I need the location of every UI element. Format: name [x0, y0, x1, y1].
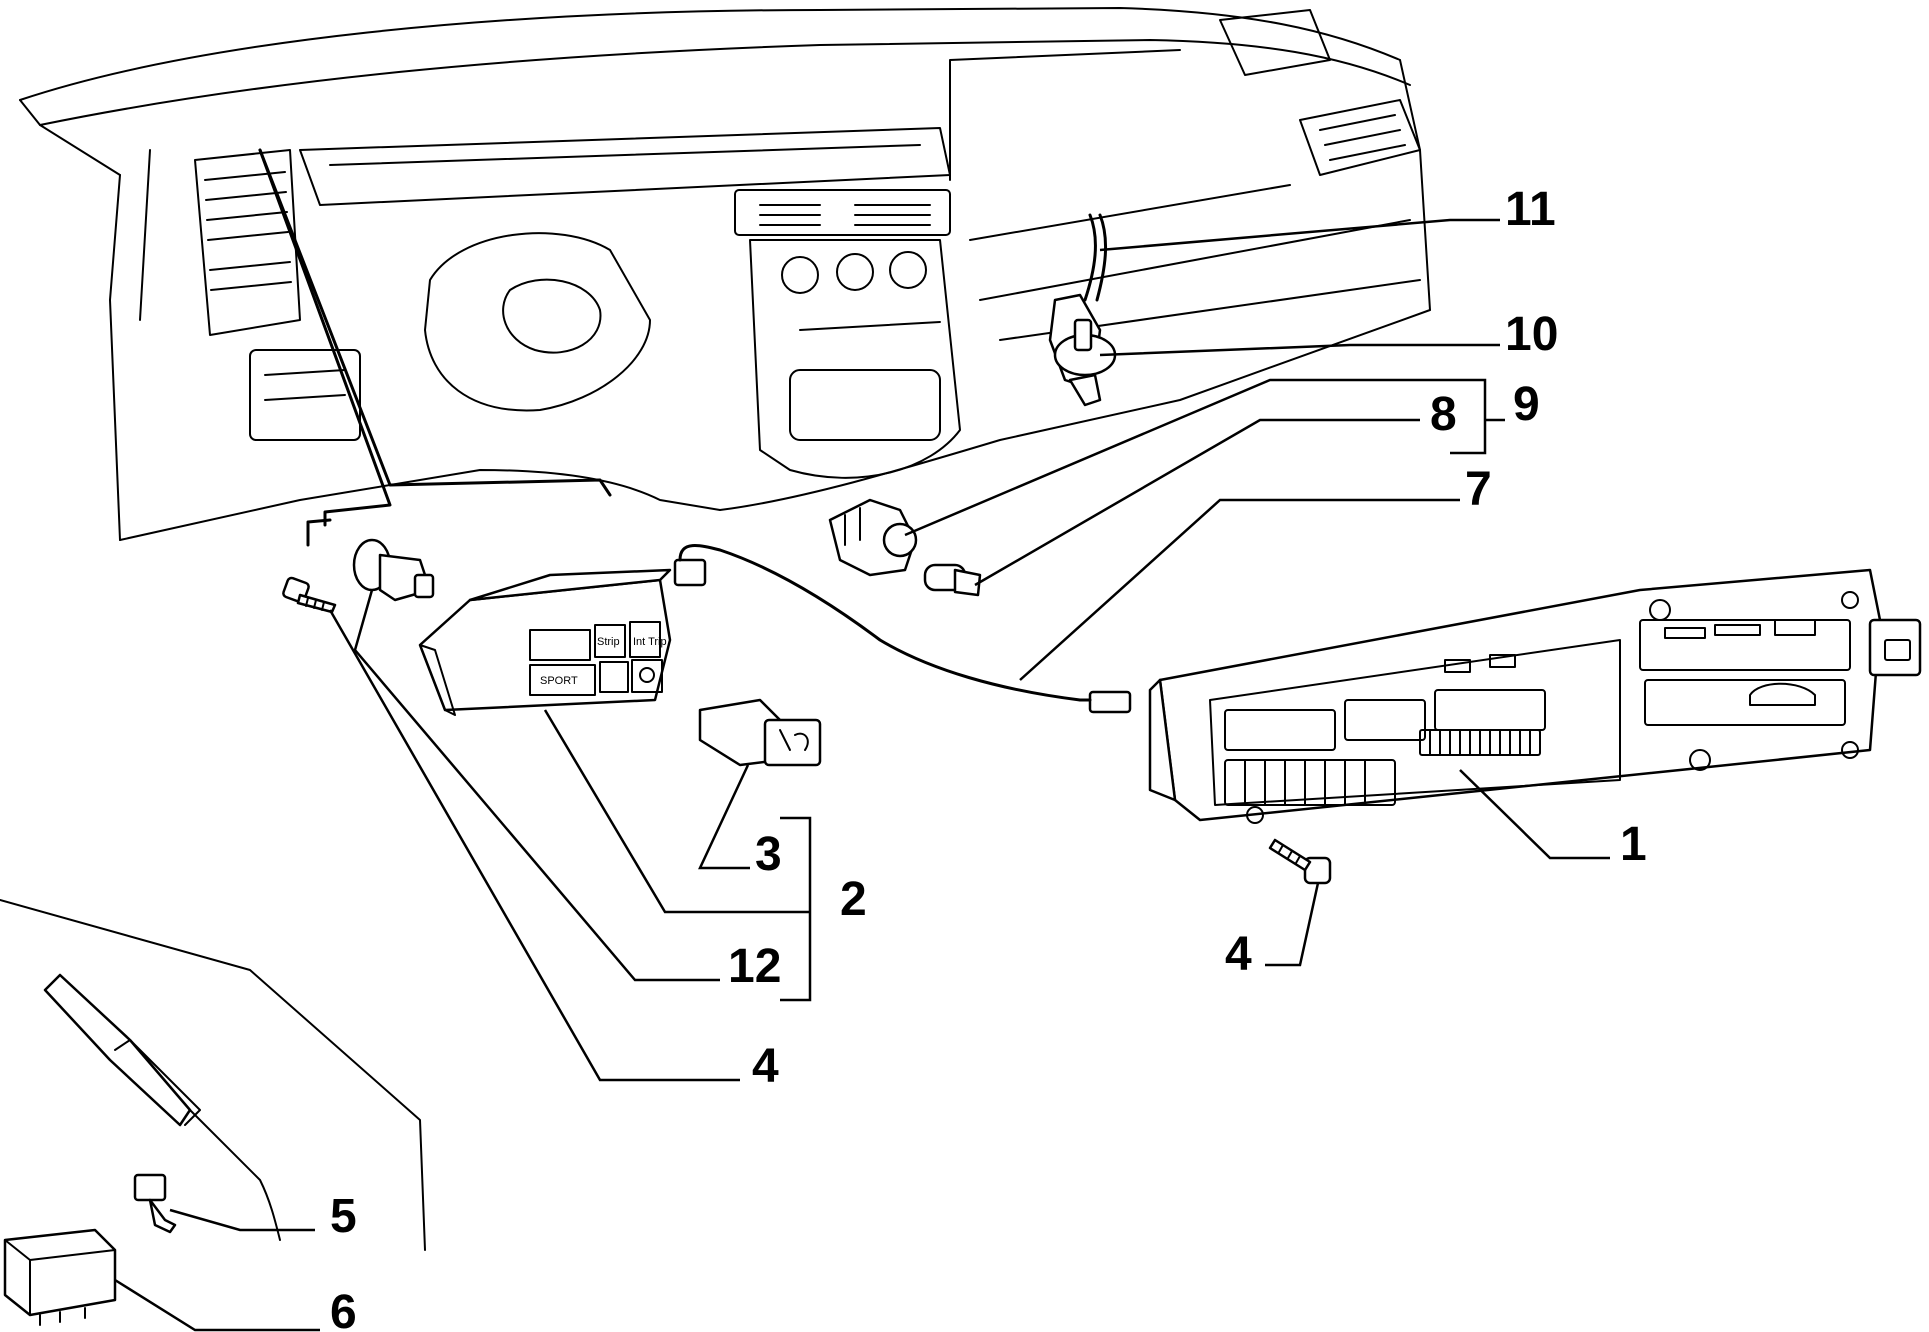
callout-8: 8 [1430, 388, 1457, 441]
trip-computer-unit: Strip Int Trip SPORT [418, 568, 672, 716]
screw-left [282, 576, 337, 614]
callout-6: 6 [330, 1286, 357, 1332]
callout-4-left: 4 [752, 1040, 779, 1093]
callout-9: 9 [1513, 378, 1540, 431]
callout-5: 5 [330, 1190, 357, 1243]
callout-11: 11 [1505, 183, 1556, 236]
bulb-holder [352, 538, 435, 602]
warning-light-cluster [1148, 568, 1922, 824]
callout-4-right: 4 [1225, 928, 1252, 981]
dashboard-outline [19, 7, 1431, 547]
leader-lines [114, 218, 1610, 1332]
screw-right [1268, 838, 1332, 885]
callout-1: 1 [1620, 818, 1647, 871]
handbrake-warning-switch [133, 1173, 177, 1234]
vacuum-hose [1083, 213, 1108, 302]
callout-10: 10 [1505, 308, 1558, 361]
callout-labels: 11 10 9 8 7 1 4 3 2 12 4 5 6 [330, 183, 1647, 1332]
callout-3: 3 [755, 828, 782, 881]
bulb [923, 563, 982, 597]
fog-light-switch [698, 698, 822, 767]
callout-2: 2 [840, 873, 867, 926]
trip-button-strip-label: Strip [597, 636, 620, 648]
trip-button-sport-label: SPORT [540, 675, 578, 687]
handbrake-lever [0, 899, 426, 1251]
trip-button-int-trip-label: Int Trip [633, 636, 667, 648]
relay [3, 1228, 117, 1326]
wiring-lead [673, 544, 1132, 714]
callout-7: 7 [1465, 463, 1492, 516]
bulb-socket [828, 498, 918, 577]
callout-12: 12 [728, 940, 781, 993]
vacuum-switch [1048, 293, 1117, 407]
